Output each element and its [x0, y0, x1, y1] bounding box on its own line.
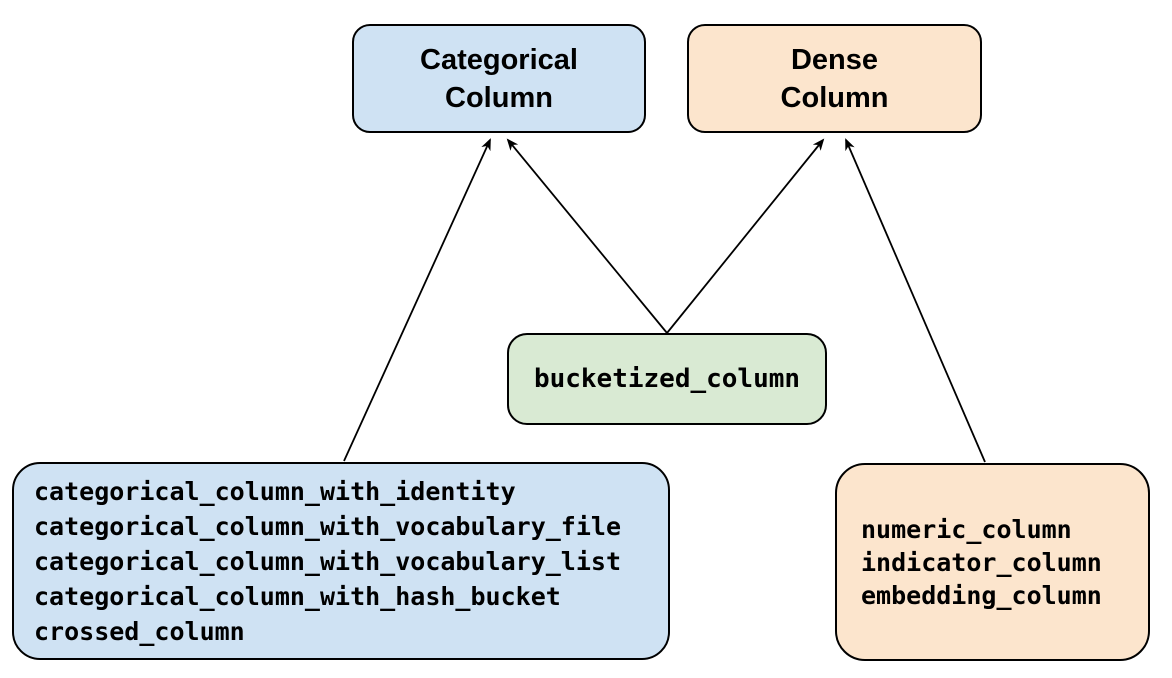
list-item: numeric_column — [861, 514, 1072, 544]
arrow-bucketized-to-categorical-column — [506, 138, 668, 334]
list-item: categorical_column_with_identity — [34, 476, 516, 506]
arrow-dense-functions-to-dense-column — [845, 138, 986, 463]
bucketized-column-node: bucketized_column — [507, 333, 827, 425]
list-item: crossed_column — [34, 616, 245, 646]
arrow-categorical-functions-to-categorical-column — [343, 138, 491, 462]
categorical-column-node: Categorical Column — [352, 24, 646, 133]
list-item: categorical_column_with_hash_bucket — [34, 581, 561, 611]
list-item: embedding_column — [861, 580, 1102, 610]
categorical-functions-node: categorical_column_with_identity categor… — [12, 462, 670, 660]
list-item: categorical_column_with_vocabulary_list — [34, 546, 621, 576]
dense-functions-node: numeric_column indicator_column embeddin… — [835, 463, 1150, 661]
dense-column-node: Dense Column — [687, 24, 982, 133]
arrow-bucketized-to-dense-column — [666, 138, 825, 334]
list-item: categorical_column_with_vocabulary_file — [34, 511, 621, 541]
list-item: indicator_column — [861, 547, 1102, 577]
